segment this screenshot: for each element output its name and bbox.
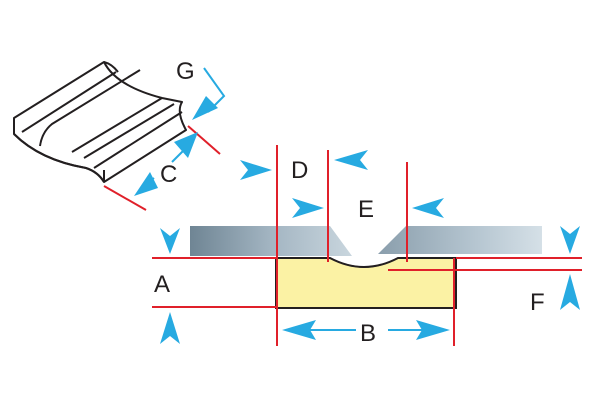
label-a: A	[154, 271, 170, 298]
label-e: E	[358, 196, 374, 223]
dimension-lines	[103, 125, 582, 346]
arrow-g-icon	[192, 67, 226, 120]
label-d: D	[291, 157, 308, 184]
dimension-arrows	[134, 67, 580, 344]
weld-groove	[329, 257, 399, 268]
dim-line-c-upper	[187, 125, 221, 155]
arrow-b-icon	[282, 320, 450, 340]
weld-part	[275, 257, 457, 309]
arrow-a-top-icon	[160, 228, 180, 254]
dim-line-c-lower	[103, 185, 147, 211]
arrow-f-bottom-icon	[560, 274, 580, 310]
arrow-d-left-icon	[240, 160, 272, 180]
arrow-c-upper-icon	[174, 132, 198, 158]
backing-bar-left	[190, 226, 352, 256]
arrow-a-bottom-icon	[160, 312, 180, 344]
arrow-f-top-icon	[560, 226, 580, 254]
arrow-d-right-icon	[334, 150, 368, 170]
backing-bar-right	[378, 226, 542, 254]
arrow-e-left-icon	[292, 198, 324, 218]
label-b: B	[360, 320, 376, 347]
arrow-e-right-icon	[412, 198, 444, 218]
label-c: C	[160, 161, 177, 188]
label-g: G	[176, 58, 195, 85]
label-f: F	[530, 289, 545, 316]
backing-strip-isometric	[13, 61, 187, 183]
